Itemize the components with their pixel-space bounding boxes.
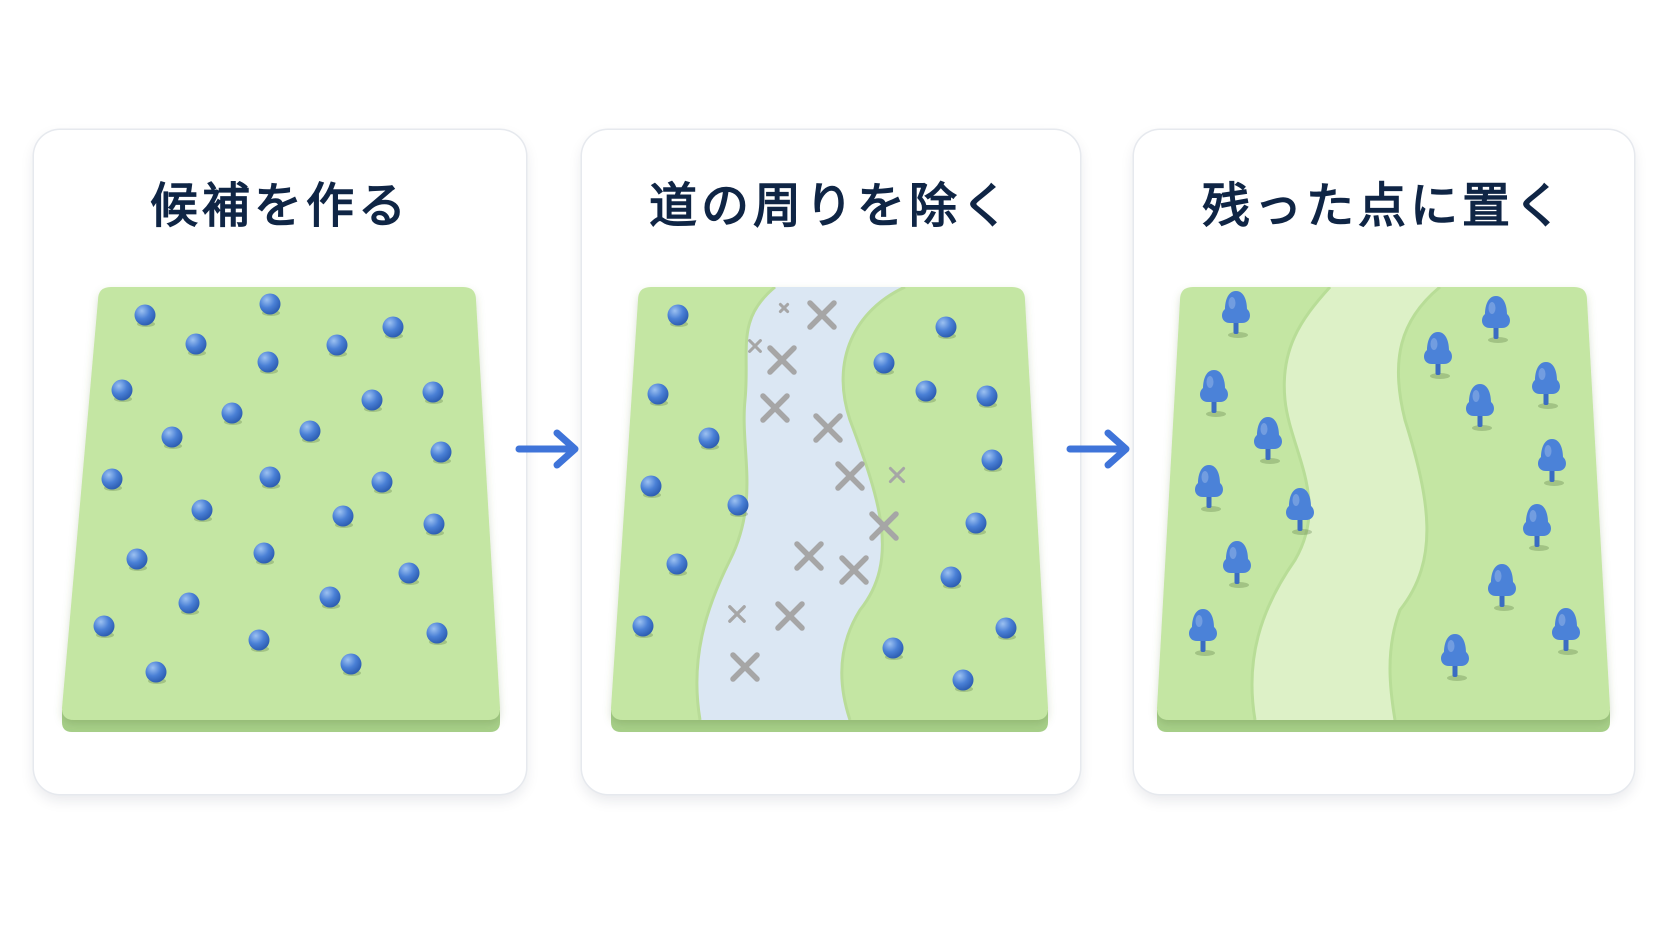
removed-points	[728, 300, 906, 682]
ground-board-2	[611, 287, 1048, 732]
step-title: 候補を作る	[149, 178, 410, 234]
blue-sphere-icon	[371, 471, 393, 493]
blue-tree-icon	[1532, 362, 1560, 409]
blue-sphere-icon	[995, 617, 1017, 639]
blue-sphere-icon	[299, 420, 321, 442]
ground-board-1	[62, 287, 500, 732]
blue-sphere-icon	[340, 653, 362, 675]
step-title: 残った点に置く	[1201, 178, 1566, 234]
blue-sphere-icon	[976, 385, 998, 407]
candidate-points	[93, 293, 452, 684]
blue-sphere-icon	[145, 661, 167, 683]
blue-sphere-icon	[221, 402, 243, 424]
blue-tree-icon	[1223, 541, 1251, 588]
cleared-road-area	[1251, 287, 1440, 720]
blue-sphere-icon	[319, 586, 341, 608]
blue-tree-icon	[1195, 465, 1223, 512]
blue-sphere-icon	[185, 333, 207, 355]
arrow-right-icon	[515, 429, 579, 469]
gray-x-icon	[839, 555, 869, 585]
road-band	[696, 287, 905, 720]
blue-sphere-icon	[935, 316, 957, 338]
blue-sphere-icon	[952, 669, 974, 691]
blue-sphere-icon	[361, 389, 383, 411]
blue-sphere-icon	[882, 637, 904, 659]
blue-tree-icon	[1200, 370, 1228, 417]
blue-sphere-icon	[430, 441, 452, 463]
blue-sphere-icon	[126, 548, 148, 570]
gray-x-icon	[869, 511, 899, 541]
gray-x-icon	[760, 393, 790, 423]
blue-sphere-icon	[259, 466, 281, 488]
gray-x-icon	[748, 339, 762, 353]
blue-tree-icon	[1488, 564, 1516, 611]
blue-sphere-icon	[727, 494, 749, 516]
gray-x-icon	[807, 300, 837, 330]
blue-sphere-icon	[426, 622, 448, 644]
gray-x-icon	[835, 461, 865, 491]
blue-tree-icon	[1189, 609, 1217, 656]
gray-x-icon	[794, 541, 824, 571]
blue-sphere-icon	[965, 512, 987, 534]
blue-sphere-icon	[253, 542, 275, 564]
blue-sphere-icon	[640, 475, 662, 497]
blue-sphere-icon	[382, 316, 404, 338]
gray-x-icon	[730, 652, 760, 682]
step-title: 道の周りを除く	[648, 178, 1013, 234]
blue-sphere-icon	[698, 427, 720, 449]
blue-sphere-icon	[161, 426, 183, 448]
blue-tree-icon	[1286, 488, 1314, 535]
blue-tree-icon	[1254, 417, 1282, 464]
blue-sphere-icon	[915, 380, 937, 402]
blue-sphere-icon	[632, 615, 654, 637]
placed-trees	[1189, 291, 1580, 681]
gray-x-icon	[813, 413, 843, 443]
blue-sphere-icon	[257, 351, 279, 373]
blue-sphere-icon	[134, 304, 156, 326]
ground-board-3	[1157, 287, 1610, 732]
blue-sphere-icon	[259, 293, 281, 315]
gray-x-icon	[888, 466, 906, 484]
gray-x-icon	[767, 345, 797, 375]
blue-tree-icon	[1424, 332, 1452, 379]
blue-sphere-icon	[647, 383, 669, 405]
blue-sphere-icon	[101, 468, 123, 490]
blue-sphere-icon	[93, 615, 115, 637]
blue-sphere-icon	[666, 553, 688, 575]
blue-sphere-icon	[422, 381, 444, 403]
blue-sphere-icon	[667, 304, 689, 326]
blue-sphere-icon	[178, 592, 200, 614]
blue-tree-icon	[1441, 634, 1469, 681]
blue-sphere-icon	[398, 562, 420, 584]
blue-sphere-icon	[191, 499, 213, 521]
blue-sphere-icon	[423, 513, 445, 535]
blue-sphere-icon	[873, 352, 895, 374]
blue-sphere-icon	[940, 566, 962, 588]
blue-sphere-icon	[332, 505, 354, 527]
blue-tree-icon	[1482, 296, 1510, 343]
blue-tree-icon	[1466, 384, 1494, 431]
blue-tree-icon	[1552, 608, 1580, 655]
blue-tree-icon	[1222, 291, 1250, 338]
kept-points	[632, 304, 1017, 692]
arrow-right-icon	[1066, 429, 1130, 469]
gray-x-icon	[728, 605, 746, 623]
blue-sphere-icon	[248, 629, 270, 651]
blue-tree-icon	[1538, 439, 1566, 486]
gray-x-icon	[778, 302, 790, 314]
blue-sphere-icon	[981, 449, 1003, 471]
gray-x-icon	[775, 601, 805, 631]
blue-sphere-icon	[111, 379, 133, 401]
blue-tree-icon	[1523, 504, 1551, 551]
blue-sphere-icon	[326, 334, 348, 356]
